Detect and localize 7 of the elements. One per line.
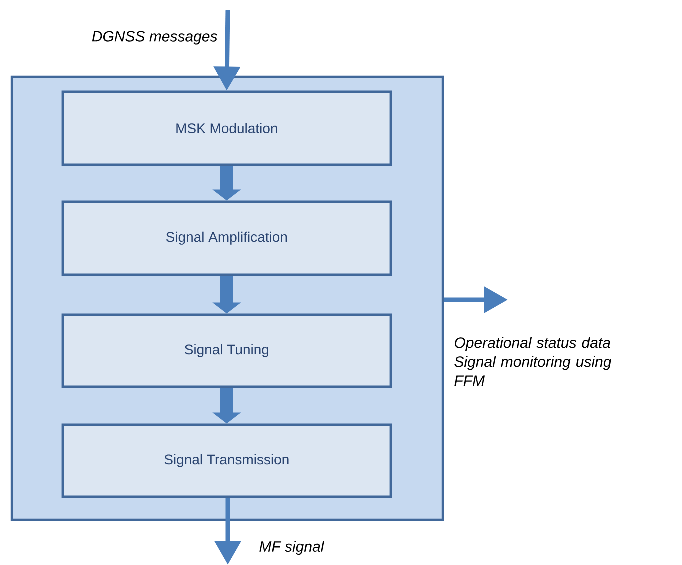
process-box: Signal Tuning [62, 314, 392, 388]
edge-label: MF signal [260, 541, 325, 555]
process-box: Signal Amplification [62, 200, 392, 276]
edge-label: Operational status data Signal monitoring using FFM [454, 337, 612, 386]
process-box: Signal Transmission [62, 424, 392, 498]
process-box: MSK Modulation [62, 90, 392, 166]
edge-label: DGNSS messages [92, 31, 218, 45]
